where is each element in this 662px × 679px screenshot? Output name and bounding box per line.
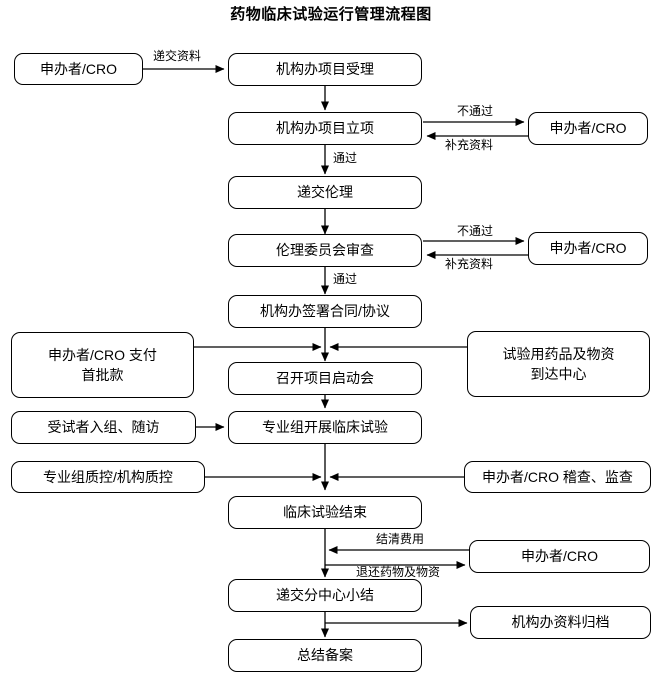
node-sponsor-settle[interactable]: 申办者/CRO (469, 540, 650, 573)
edge-label-pass-2: 通过 (332, 272, 359, 287)
node-trial-end[interactable]: 临床试验结束 (228, 496, 422, 529)
node-label: 总结备案 (297, 647, 353, 664)
edge-label-settle-fees: 结清费用 (375, 532, 426, 547)
node-label-line-2: 首批款 (81, 367, 124, 383)
edge-label-not-pass-1: 不通过 (456, 104, 495, 119)
edge-label-supplement-2: 补充资料 (444, 257, 495, 272)
node-label: 申办者/CRO (549, 240, 627, 257)
node-sponsor-start[interactable]: 申办者/CRO (14, 53, 143, 85)
node-label: 召开项目启动会 (276, 370, 374, 387)
node-office-archive[interactable]: 机构办资料归档 (470, 606, 651, 639)
node-subject-enroll[interactable]: 受试者入组、随访 (11, 411, 196, 444)
edge-label-return-drugs: 退还药物及物资 (355, 565, 442, 580)
node-label-line-1: 申办者/CRO 支付 (48, 346, 157, 363)
node-label: 伦理委员会审查 (276, 242, 374, 259)
node-conduct-trial[interactable]: 专业组开展临床试验 (228, 411, 422, 444)
node-sponsor-audit[interactable]: 申办者/CRO 稽查、监查 (464, 461, 651, 493)
node-sponsor-payment[interactable]: 申办者/CRO 支付 首批款 (11, 332, 194, 398)
page-title: 药物临床试验运行管理流程图 (230, 6, 432, 23)
edge-label-pass-1: 通过 (332, 151, 359, 166)
node-submit-summary[interactable]: 递交分中心小结 (228, 579, 422, 612)
node-label: 申办者/CRO 稽查、监查 (482, 468, 633, 485)
node-label: 机构办资料归档 (511, 614, 610, 631)
node-office-setup[interactable]: 机构办项目立项 (228, 112, 422, 145)
node-final-record[interactable]: 总结备案 (228, 639, 422, 672)
node-label-line-2: 到达中心 (530, 366, 587, 382)
node-sponsor-reject-1[interactable]: 申办者/CRO (528, 112, 648, 145)
node-label: 申办者/CRO (40, 60, 117, 77)
node-label: 递交分中心小结 (276, 587, 374, 604)
node-label: 申办者/CRO (549, 120, 627, 137)
node-label: 机构办项目受理 (276, 61, 374, 78)
edge-label-supplement-1: 补充资料 (444, 138, 495, 153)
node-label: 专业组质控/机构质控 (43, 468, 173, 485)
node-label: 递交伦理 (297, 184, 353, 201)
node-submit-ethics[interactable]: 递交伦理 (228, 176, 422, 209)
node-kickoff-meeting[interactable]: 召开项目启动会 (228, 362, 422, 395)
node-label: 机构办项目立项 (276, 120, 374, 137)
node-sign-contract[interactable]: 机构办签署合同/协议 (228, 295, 422, 328)
node-ethics-review[interactable]: 伦理委员会审查 (228, 234, 422, 267)
node-label: 申办者/CRO (521, 548, 598, 565)
node-label: 机构办签署合同/协议 (260, 303, 390, 320)
node-drug-arrival[interactable]: 试验用药品及物资 到达中心 (467, 331, 650, 397)
node-sponsor-reject-2[interactable]: 申办者/CRO (528, 232, 648, 265)
node-label: 专业组开展临床试验 (262, 419, 388, 436)
node-label: 受试者入组、随访 (47, 419, 160, 436)
edge-label-not-pass-2: 不通过 (456, 224, 495, 239)
node-label: 临床试验结束 (283, 504, 367, 521)
edge-label-submit-materials: 递交资料 (152, 49, 203, 64)
node-label-line-1: 试验用药品及物资 (502, 345, 615, 362)
node-office-accept[interactable]: 机构办项目受理 (228, 53, 422, 86)
node-quality-control[interactable]: 专业组质控/机构质控 (11, 461, 205, 493)
